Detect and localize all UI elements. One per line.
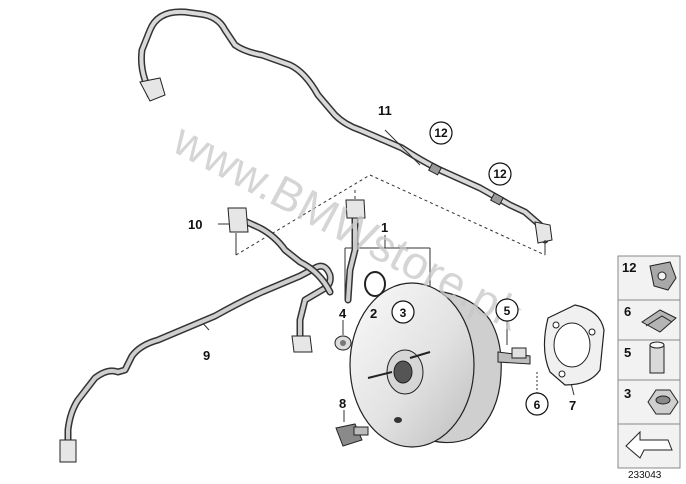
callout-7: 7 [569,398,576,413]
watermark: www.BMWstore.pk [164,112,531,340]
sensor-8 [335,423,369,447]
check-valve-hose [344,199,366,304]
callout-5: 5 [495,298,519,322]
callout-1: 1 [381,220,388,235]
svg-text:12: 12 [493,167,507,181]
seal-ring-2 [364,271,386,297]
legend-label-5: 5 [624,345,631,360]
diagram-number: 233043 [628,470,662,481]
vacuum-pipe-10 [227,207,334,296]
brake-booster [349,282,531,448]
direction-arrow-icon [625,430,673,459]
legend-label-6: 6 [624,304,631,319]
parts-legend: 12 6 5 3 [617,255,681,469]
vacuum-pipe-9 [59,262,334,463]
gasket-7 [543,304,605,386]
retaining-clip-icon [641,309,677,333]
callout-3: 3 [391,300,415,324]
callout-9: 9 [203,348,210,363]
svg-text:3: 3 [400,306,407,320]
legend-label-3: 3 [624,386,631,401]
callout-11: 11 [378,103,392,118]
legend-label-12: 12 [622,260,636,275]
callout-8: 8 [339,396,346,411]
svg-text:12: 12 [434,126,448,140]
hose-clamp-icon [649,261,677,291]
hex-nut-icon [647,389,679,415]
callout-12a: 12 [429,121,453,145]
svg-text:6: 6 [534,398,541,412]
svg-text:5: 5 [504,304,511,318]
callout-6: 6 [525,392,549,416]
sleeve-5 [511,347,527,359]
callout-10: 10 [188,217,202,232]
sleeve-icon [649,341,665,374]
callout-12b: 12 [488,162,512,186]
callout-2: 2 [370,306,377,321]
grommet-4 [334,335,352,351]
callout-4: 4 [339,306,347,321]
